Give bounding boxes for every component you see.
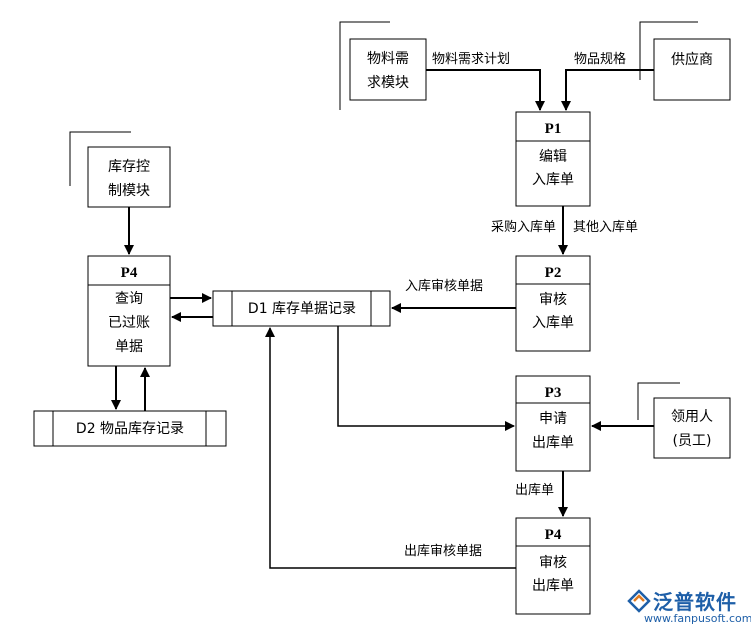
flow-arrow-d1-to-p3: [337, 326, 515, 431]
flow-arrow-material-demand-plan: [426, 69, 545, 111]
flow-label-item-spec: 物品规格: [574, 51, 626, 67]
entity-label-line1: 物料需: [367, 51, 409, 67]
data-store-d2: D2 物品库存记录: [33, 410, 227, 447]
external-entity-supplier: 供应商: [639, 21, 731, 101]
process-p1-edit-receipt: P1 编辑 入库单: [515, 111, 591, 207]
logo-url: www.fanpusoft.com: [644, 612, 751, 625]
process-p2-audit-receipt: P2 审核 入库单: [515, 255, 591, 352]
process-id: P4: [545, 527, 562, 543]
entity-label-line2: (员工): [673, 433, 712, 449]
entity-label: 供应商: [671, 51, 713, 68]
data-store-d1: D1 库存单据记录: [212, 290, 391, 327]
flow-label-material-demand-plan: 物料需求计划: [432, 52, 510, 67]
process-label-line2: 入库单: [532, 172, 574, 188]
process-id: P3: [545, 385, 562, 401]
process-label-line2: 入库单: [532, 315, 574, 331]
entity-label-line2: 求模块: [367, 75, 409, 91]
data-store-label: D2 物品库存记录: [76, 421, 184, 437]
entity-label-line2: 制模块: [108, 183, 150, 199]
process-label-line2: 已过账: [108, 315, 150, 331]
process-label-line2: 出库单: [532, 578, 574, 594]
process-label-line1: 编辑: [539, 149, 567, 165]
external-entity-inventory-control: 库存控 制模块: [69, 131, 171, 208]
flow-arrow-p4-audit-to-d1: [265, 327, 516, 569]
entity-label-line1: 库存控: [108, 159, 150, 175]
external-entity-material-demand: 物料需 求模块: [339, 21, 427, 110]
process-label-line1: 申请: [539, 411, 567, 427]
process-p4-audit-outbound: P4 审核 出库单: [515, 517, 591, 615]
entity-label-line1: 领用人: [671, 409, 713, 425]
process-p4-query-posted: P4 查询 已过账 单据: [87, 255, 171, 367]
process-label-line1: 查询: [115, 291, 143, 307]
flow-arrow-item-spec: [561, 69, 654, 111]
process-id: P4: [121, 265, 138, 281]
logo-mark-icon: [627, 589, 651, 613]
flow-label-other-receipt: 其他入库单: [573, 219, 638, 235]
flow-label-outbound-audit-doc: 出库审核单据: [404, 543, 482, 559]
fanpusoft-logo: 泛普软件 www.fanpusoft.com: [626, 586, 751, 632]
process-id: P1: [545, 121, 562, 137]
data-store-label: D1 库存单据记录: [248, 301, 356, 317]
flow-label-outbound-doc: 出库单: [515, 482, 554, 498]
process-label-line1: 审核: [539, 555, 567, 571]
logo-name: 泛普软件: [653, 590, 737, 614]
process-id: P2: [545, 265, 562, 281]
flow-label-receipt-audit-doc: 入库审核单据: [405, 278, 483, 294]
flow-label-purchase-receipt: 采购入库单: [491, 219, 556, 235]
process-p3-apply-outbound: P3 申请 出库单: [515, 375, 591, 472]
process-label-line3: 单据: [115, 339, 143, 355]
process-label-line1: 审核: [539, 292, 567, 308]
process-label-line2: 出库单: [532, 435, 574, 451]
external-entity-recipient: 领用人 (员工): [637, 382, 731, 459]
